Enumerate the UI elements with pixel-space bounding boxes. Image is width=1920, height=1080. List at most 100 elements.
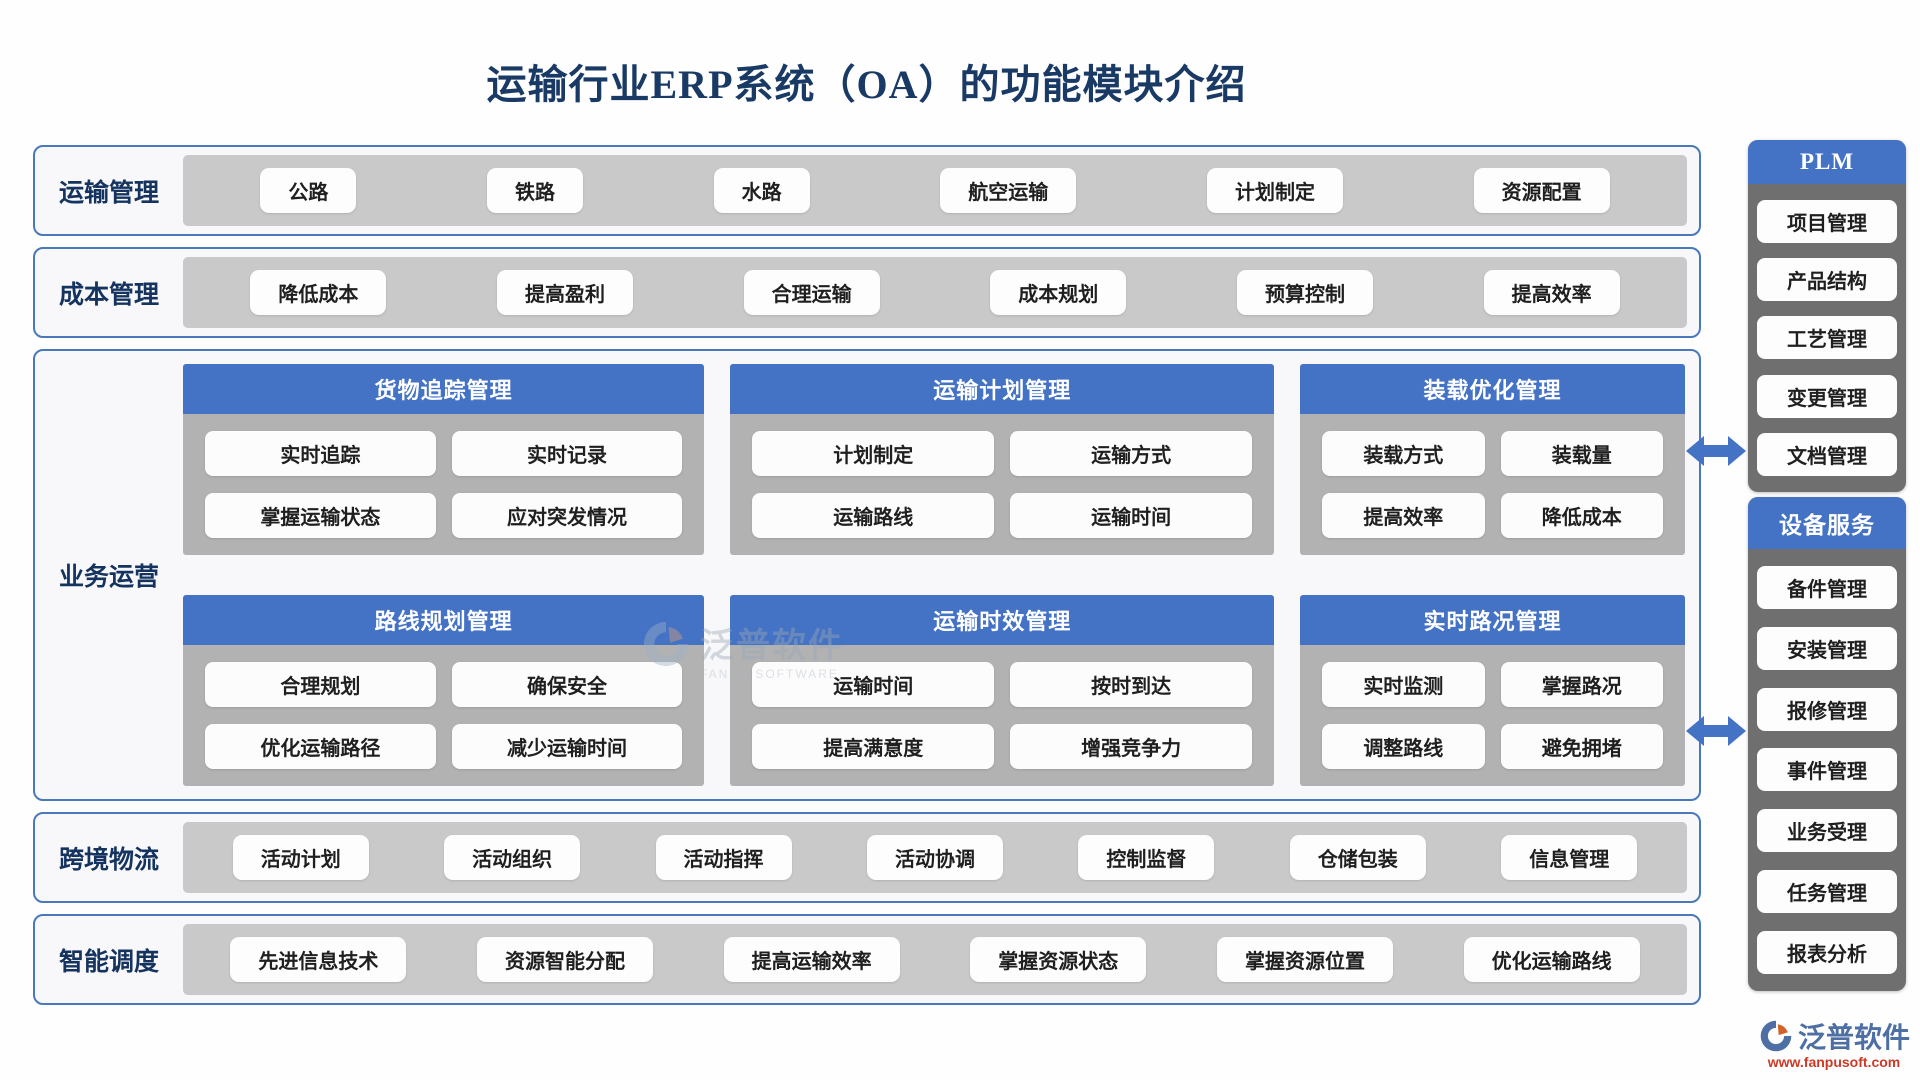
feature-chip: 调整路线 [1322, 724, 1485, 769]
feature-chip: 航空运输 [940, 168, 1077, 213]
business-panels-grid: 货物追踪管理 实时追踪 实时记录 掌握运输状态 应对突发情况 运输计划管理 计划… [183, 364, 1685, 786]
feature-chip: 实时记录 [451, 431, 683, 476]
feature-chip: 仓储包装 [1289, 835, 1426, 880]
main-column: 运输管理 公路 铁路 水路 航空运输 计划制定 资源配置 成本管理 降低成本 提… [33, 145, 1701, 1005]
feature-chip: 水路 [713, 168, 810, 213]
feature-chip: 优化运输路线 [1463, 937, 1640, 982]
sidebar-item: 业务受理 [1757, 809, 1897, 853]
feature-chip: 提高满意度 [752, 724, 995, 769]
items-band: 活动计划 活动组织 活动指挥 活动协调 控制监督 仓储包装 信息管理 [183, 822, 1687, 893]
sidebar-item: 项目管理 [1757, 199, 1897, 243]
feature-chip: 装载方式 [1322, 431, 1485, 476]
feature-chip: 活动指挥 [655, 835, 792, 880]
panel-cargo-tracking: 货物追踪管理 实时追踪 实时记录 掌握运输状态 应对突发情况 [183, 364, 705, 555]
items-band: 降低成本 提高盈利 合理运输 成本规划 预算控制 提高效率 [183, 257, 1687, 328]
vendor-logo: 泛普软件 www.fanpusoft.com [1756, 1016, 1912, 1070]
panel-title: 装载优化管理 [1300, 364, 1685, 414]
feature-chip: 运输时间 [752, 662, 995, 707]
panel-realtime-traffic: 实时路况管理 实时监测 掌握路况 调整路线 避免拥堵 [1300, 595, 1685, 786]
panel-title: 运输计划管理 [730, 364, 1275, 414]
panel-body: 实时追踪 实时记录 掌握运输状态 应对突发情况 [183, 414, 705, 555]
feature-chip: 控制监督 [1078, 835, 1215, 880]
panel-body: 装载方式 装载量 提高效率 降低成本 [1300, 414, 1685, 555]
sidebar-item: 报修管理 [1757, 687, 1897, 731]
feature-chip: 资源配置 [1473, 168, 1610, 213]
feature-chip: 计划制定 [752, 431, 995, 476]
feature-chip: 活动计划 [232, 835, 369, 880]
panel-transport-timeliness: 运输时效管理 运输时间 按时到达 提高满意度 增强竞争力 [730, 595, 1275, 786]
feature-chip: 增强竞争力 [1010, 724, 1253, 769]
section-label: 业务运营 [58, 564, 159, 591]
feature-chip: 掌握资源位置 [1216, 937, 1393, 982]
feature-chip: 掌握路况 [1500, 662, 1663, 707]
feature-chip: 实时追踪 [205, 431, 436, 476]
sidebar-item: 事件管理 [1757, 748, 1897, 792]
feature-chip: 合理规划 [205, 662, 436, 707]
feature-chip: 铁路 [486, 168, 583, 213]
feature-chip: 提高效率 [1322, 493, 1485, 538]
sidebar-item: 报表分析 [1757, 930, 1897, 974]
feature-chip: 运输路线 [752, 493, 995, 538]
feature-chip: 实时监测 [1322, 662, 1485, 707]
sidebar-equipment-service: 设备服务 备件管理 安装管理 报修管理 事件管理 业务受理 任务管理 报表分析 [1748, 497, 1906, 991]
feature-chip: 确保安全 [451, 662, 683, 707]
feature-chip: 先进信息技术 [230, 937, 407, 982]
sidebar-item: 工艺管理 [1757, 316, 1897, 360]
panel-load-optimization: 装载优化管理 装载方式 装载量 提高效率 降低成本 [1300, 364, 1685, 555]
fanpu-logo-icon [1760, 1020, 1792, 1052]
sidebar-item: 产品结构 [1757, 258, 1897, 302]
section-smart-dispatch: 智能调度 先进信息技术 资源智能分配 提高运输效率 掌握资源状态 掌握资源位置 … [33, 914, 1701, 1005]
feature-chip: 活动组织 [444, 835, 581, 880]
panel-title: 运输时效管理 [730, 595, 1275, 645]
sidebar-body: 备件管理 安装管理 报修管理 事件管理 业务受理 任务管理 报表分析 [1748, 549, 1906, 991]
sidebar-item: 任务管理 [1757, 870, 1897, 914]
vendor-url: www.fanpusoft.com [1767, 1054, 1901, 1070]
feature-chip: 合理运输 [743, 270, 880, 315]
feature-chip: 提高效率 [1483, 270, 1620, 315]
feature-chip: 按时到达 [1010, 662, 1253, 707]
feature-chip: 公路 [260, 168, 357, 213]
sidebar-item: 备件管理 [1757, 565, 1897, 609]
items-band: 先进信息技术 资源智能分配 提高运输效率 掌握资源状态 掌握资源位置 优化运输路… [183, 924, 1687, 995]
double-arrow-icon [1686, 716, 1746, 746]
section-cost-management: 成本管理 降低成本 提高盈利 合理运输 成本规划 预算控制 提高效率 [33, 247, 1701, 338]
feature-chip: 计划制定 [1206, 168, 1343, 213]
page-title: 运输行业ERP系统（OA）的功能模块介绍 [486, 62, 1247, 107]
sidebar-body: 项目管理 产品结构 工艺管理 变更管理 文档管理 [1748, 184, 1906, 492]
sidebar-title: PLM [1748, 140, 1906, 184]
panel-body: 合理规划 确保安全 优化运输路径 减少运输时间 [183, 645, 705, 786]
feature-chip: 运输方式 [1010, 431, 1253, 476]
panel-body: 实时监测 掌握路况 调整路线 避免拥堵 [1300, 645, 1685, 786]
sidebar-item: 文档管理 [1757, 433, 1897, 477]
feature-chip: 提高运输效率 [723, 937, 900, 982]
feature-chip: 降低成本 [250, 270, 387, 315]
feature-chip: 提高盈利 [496, 270, 633, 315]
feature-chip: 应对突发情况 [451, 493, 683, 538]
panel-body: 计划制定 运输方式 运输路线 运输时间 [730, 414, 1275, 555]
panel-route-planning: 路线规划管理 合理规划 确保安全 优化运输路径 减少运输时间 [183, 595, 705, 786]
section-label: 运输管理 [58, 179, 159, 207]
feature-chip: 减少运输时间 [451, 724, 683, 769]
feature-chip: 信息管理 [1501, 835, 1638, 880]
feature-chip: 资源智能分配 [476, 937, 653, 982]
sidebar-item: 变更管理 [1757, 374, 1897, 418]
feature-chip: 预算控制 [1236, 270, 1373, 315]
section-crossborder-logistics: 跨境物流 活动计划 活动组织 活动指挥 活动协调 控制监督 仓储包装 信息管理 [33, 812, 1701, 903]
feature-chip: 装载量 [1500, 431, 1663, 476]
double-arrow-icon [1686, 436, 1746, 466]
items-band: 公路 铁路 水路 航空运输 计划制定 资源配置 [183, 155, 1687, 226]
section-transport-management: 运输管理 公路 铁路 水路 航空运输 计划制定 资源配置 [33, 145, 1701, 236]
panel-title: 货物追踪管理 [183, 364, 705, 414]
section-label: 智能调度 [58, 948, 159, 976]
section-label: 跨境物流 [58, 846, 159, 874]
feature-chip: 运输时间 [1010, 493, 1253, 538]
feature-chip: 避免拥堵 [1500, 724, 1663, 769]
panel-title: 实时路况管理 [1300, 595, 1685, 645]
feature-chip: 掌握资源状态 [970, 937, 1147, 982]
feature-chip: 成本规划 [990, 270, 1127, 315]
panel-body: 运输时间 按时到达 提高满意度 增强竞争力 [730, 645, 1275, 786]
section-business-operations: 业务运营 货物追踪管理 实时追踪 实时记录 掌握运输状态 应对突发情况 运输计划… [33, 349, 1701, 801]
panel-title: 路线规划管理 [183, 595, 705, 645]
sidebar-item: 安装管理 [1757, 626, 1897, 670]
